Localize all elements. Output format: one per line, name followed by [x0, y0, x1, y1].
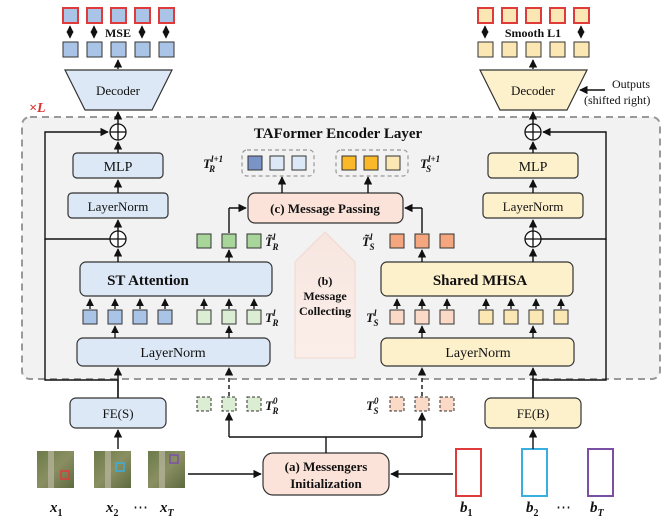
messengers-init-1: (a) Messengers — [285, 459, 368, 474]
shifted-right-label: (shifted right) — [584, 93, 650, 107]
bbox-bt — [587, 448, 614, 497]
xt-label: xT — [159, 500, 175, 519]
b2-label: b2 — [526, 500, 539, 519]
layernorm-right-top-label: LayerNorm — [503, 199, 564, 214]
st-attention-box — [79, 261, 273, 297]
fe-b-label: FE(B) — [517, 406, 550, 421]
ts-next-group — [335, 149, 409, 177]
layernorm-left-bottom-label: LayerNorm — [140, 346, 205, 361]
decoder-right — [479, 69, 588, 111]
mlp-left-label: MLP — [104, 160, 133, 175]
add-right-mid — [524, 230, 542, 248]
times-l-label: ×L — [29, 101, 46, 116]
smoothl1-label: Smooth L1 — [505, 26, 561, 40]
ts-next-tokens — [341, 155, 401, 171]
tr-next-tokens — [247, 155, 307, 171]
message-collecting-shape — [294, 231, 356, 359]
layernorm-right-bottom-label: LayerNorm — [445, 346, 510, 361]
message-passing-label: (c) Message Passing — [270, 201, 380, 216]
tr-0-tokens — [196, 396, 262, 412]
image-frame-1 — [37, 451, 74, 488]
add-right-top — [524, 123, 542, 141]
st-attention-label: ST Attention — [107, 273, 189, 289]
st-attention-input-tokens — [82, 309, 262, 325]
bbox-b1 — [455, 448, 482, 497]
add-left-top — [109, 123, 127, 141]
message-collecting-2: Collecting — [299, 304, 351, 318]
b1-label: b1 — [460, 500, 473, 519]
layernorm-left-bottom — [76, 337, 271, 367]
ts-tilde-tokens — [389, 233, 455, 249]
mse-arrows — [66, 25, 170, 39]
outputs-label: Outputs — [612, 77, 650, 91]
dots-right: ⋯ — [556, 500, 571, 516]
decoder-left — [64, 69, 173, 111]
shared-mhsa-label: Shared MHSA — [433, 273, 527, 289]
x1-label: x1 — [49, 500, 63, 519]
image-frame-t — [148, 451, 185, 488]
message-collecting-b: (b) — [318, 274, 333, 288]
tr-next-group — [241, 149, 315, 177]
image-frame-2 — [94, 451, 131, 488]
message-collecting-1: Message — [303, 289, 347, 303]
layernorm-left-top-label: LayerNorm — [88, 199, 149, 214]
message-passing-box — [247, 192, 404, 224]
mlp-right-label: MLP — [519, 160, 548, 175]
bt-label: bT — [590, 500, 605, 519]
encoder-title: TAFormer Encoder Layer — [254, 126, 423, 142]
smoothl1-predicted-tokens — [477, 41, 590, 58]
decoder-left-label: Decoder — [96, 83, 141, 98]
mse-target-tokens — [62, 7, 175, 24]
tr-tilde-tokens — [196, 233, 262, 249]
decoder-right-label: Decoder — [511, 83, 556, 98]
bbox-b2 — [521, 448, 548, 497]
ts-0-tokens — [389, 396, 455, 412]
dots-left: ⋯ — [133, 500, 148, 516]
messengers-init-2: Initialization — [290, 476, 362, 491]
shared-mhsa-box — [380, 261, 574, 297]
smoothl1-arrows — [481, 25, 585, 39]
add-left-mid — [109, 230, 127, 248]
smoothl1-target-tokens — [477, 7, 590, 24]
mse-predicted-tokens — [62, 41, 175, 58]
layernorm-right-bottom — [380, 337, 575, 367]
shared-mhsa-input-tokens — [389, 309, 569, 325]
x2-label: x2 — [105, 500, 119, 519]
mse-label: MSE — [105, 26, 131, 40]
fe-s-label: FE(S) — [102, 406, 133, 421]
